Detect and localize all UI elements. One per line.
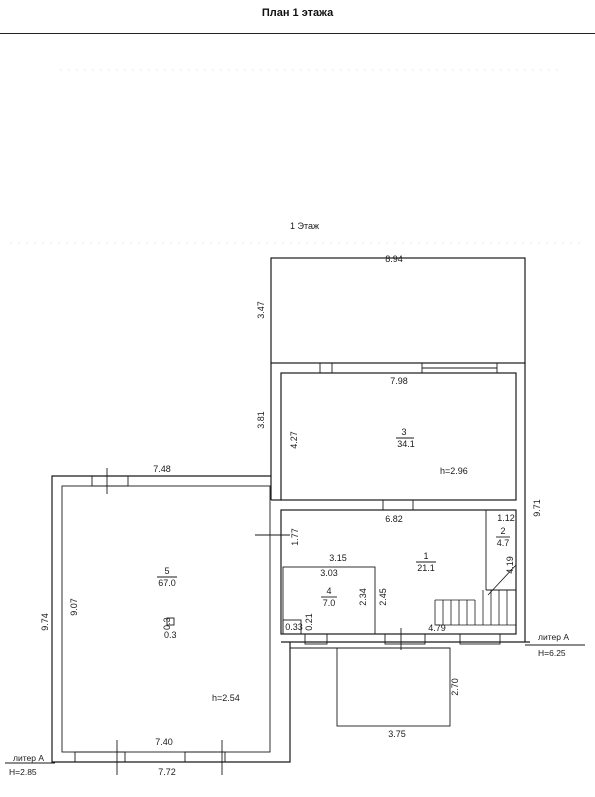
dim-room4-h2: 2.45 — [378, 588, 388, 606]
dim-room2-height: 4.19 — [505, 556, 515, 574]
window-opening — [459, 633, 501, 645]
small-box — [282, 619, 302, 635]
room-4-area: 7.0 — [323, 598, 336, 608]
dim-room2-width: 1.12 — [497, 513, 515, 523]
column-label: 0.3 — [162, 617, 172, 630]
dim-left-top-width: 7.48 — [153, 464, 171, 474]
title-rule — [0, 33, 595, 34]
staircase — [434, 564, 517, 626]
door-opening — [384, 633, 426, 645]
dim-room1-width: 6.82 — [385, 514, 403, 524]
column-square — [166, 617, 175, 626]
room-2-number: 2 — [500, 526, 505, 536]
room-2-area: 4.7 — [497, 538, 510, 548]
window-opening — [91, 475, 129, 487]
dim-porch-height: 2.70 — [450, 678, 460, 696]
window-opening — [74, 751, 126, 763]
dim-small-a: 0.33 — [285, 622, 303, 632]
dim-room3-height: 4.27 — [289, 431, 299, 449]
dim-left-inner: 9.07 — [69, 598, 79, 616]
dim-right-height: 9.71 — [532, 499, 542, 517]
page-title: План 1 этажа — [261, 7, 334, 19]
room-5-area: 67.0 — [158, 578, 176, 588]
window-opening — [184, 751, 226, 763]
column-dim: 0.3 — [164, 630, 177, 640]
window-opening — [319, 362, 333, 374]
dim-left-outer: 9.74 — [40, 613, 50, 631]
dim-top-height: 3.47 — [256, 301, 266, 319]
dim-room4-top: 3.15 — [329, 553, 347, 563]
dim-small-b: 0.21 — [304, 613, 314, 631]
dim-bottom-outer: 7.72 — [158, 767, 176, 777]
room-1-area: 21.1 — [417, 563, 435, 573]
floor-label: 1 Этаж — [290, 221, 319, 231]
dim-room1-bottom: 4.79 — [428, 623, 446, 633]
porch-outline — [336, 647, 451, 727]
room-1-number: 1 — [423, 551, 428, 561]
liter-right-height: H=6.25 — [538, 648, 566, 658]
room-5-height: h=2.54 — [212, 693, 240, 703]
room-3-area: 34.1 — [397, 439, 415, 449]
dim-bottom-inner: 7.40 — [155, 737, 173, 747]
room-5-number: 5 — [164, 566, 169, 576]
room-4-number: 4 — [326, 586, 331, 596]
liter-left-height: H=2.85 — [9, 767, 37, 777]
dim-room4-width: 3.03 — [320, 568, 338, 578]
room-3-height: h=2.96 — [440, 466, 468, 476]
room-1-outline — [280, 509, 517, 635]
room-3-number: 3 — [401, 427, 406, 437]
dim-room4-h1: 2.34 — [358, 588, 368, 606]
dim-porch-width: 3.75 — [388, 729, 406, 739]
door-opening — [382, 499, 414, 511]
dim-top-width: 8.94 — [385, 254, 403, 264]
liter-left-label: литер А — [13, 753, 44, 763]
dim-room1-height: 1.77 — [290, 528, 300, 546]
room-3-outline — [280, 372, 517, 501]
door-opening — [304, 633, 328, 645]
dim-mid-height: 3.81 — [256, 411, 266, 429]
room-5-outline — [61, 485, 271, 753]
liter-right-label: литер А — [538, 632, 569, 642]
room-4-outline — [282, 566, 376, 635]
dim-room3-width: 7.98 — [390, 376, 408, 386]
top-area-outline — [270, 257, 526, 364]
